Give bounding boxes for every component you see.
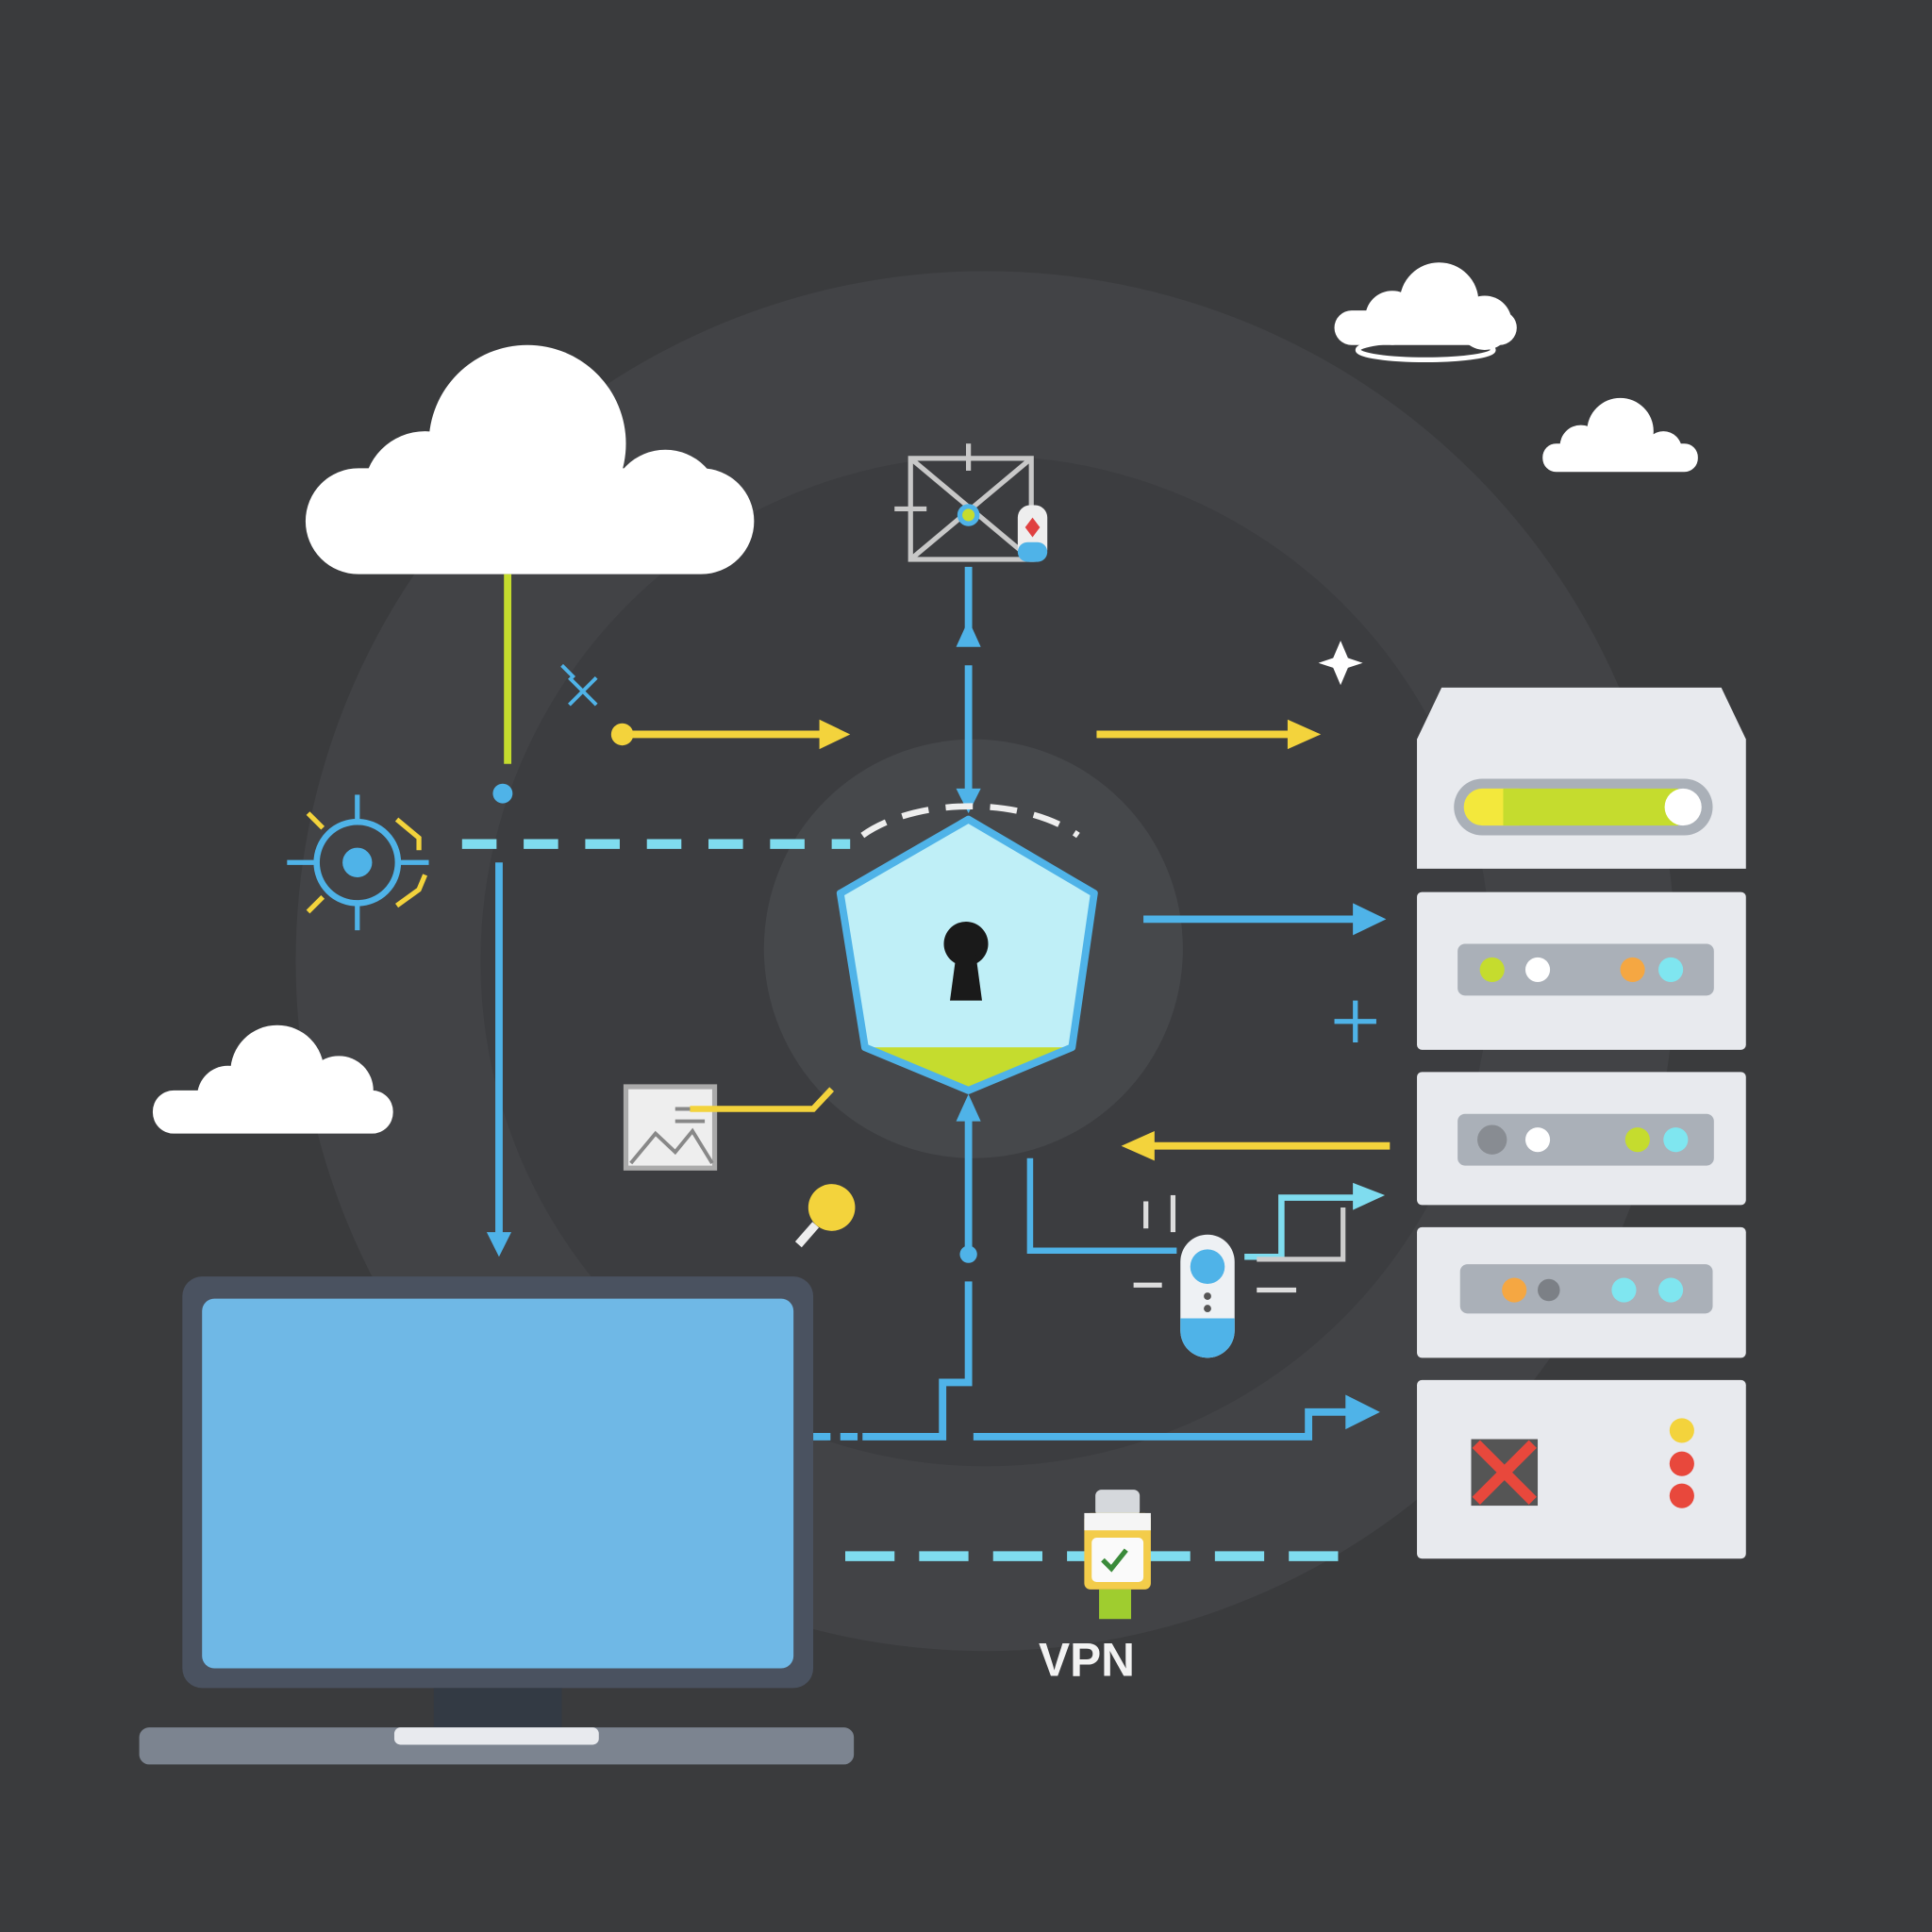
vpn-label: VPN [1039,1633,1135,1686]
arrowhead [819,719,851,750]
keyhole-icon [943,921,989,966]
arrowhead [1345,1394,1380,1430]
grey-link [1257,1208,1346,1262]
vpn-connector-icon[interactable] [1084,1490,1151,1620]
arrowhead [1121,1131,1155,1161]
usb-key-icon [1017,505,1048,562]
key-icon [794,1184,856,1248]
arrowhead [1287,719,1322,750]
server-unit-1[interactable] [1417,687,1746,869]
cloud-icon [305,344,755,575]
arrowhead [956,788,981,814]
node-dot [959,1245,977,1263]
cloud-icon-right [1542,397,1698,473]
remote-icon [1133,1194,1297,1358]
progress-fill [1503,788,1678,826]
target-icon [287,794,429,931]
blue-link [862,1281,973,1441]
arrowhead [486,1232,512,1257]
computer-icon[interactable] [139,1276,855,1765]
sparkle-icon [1318,641,1363,686]
image-icon [623,1084,835,1171]
blue-link [1026,1158,1177,1254]
cloud-icon-small [152,1024,393,1134]
arrowhead [1353,903,1387,936]
cloud-icon-top-right [1334,262,1517,362]
arrowhead [956,619,981,647]
computer-screen[interactable] [202,1298,794,1669]
server-icon[interactable] [1417,687,1746,1559]
arrowhead [1353,1182,1386,1210]
server-unit-5[interactable] [1417,1379,1746,1559]
plus-icon [1334,1000,1376,1042]
node-dot [492,783,513,804]
blue-arrow [973,1407,1350,1441]
node-dot [610,723,634,746]
rotation-arc [860,803,1080,839]
close-icon-small [560,663,598,707]
arrowhead [956,1093,981,1122]
